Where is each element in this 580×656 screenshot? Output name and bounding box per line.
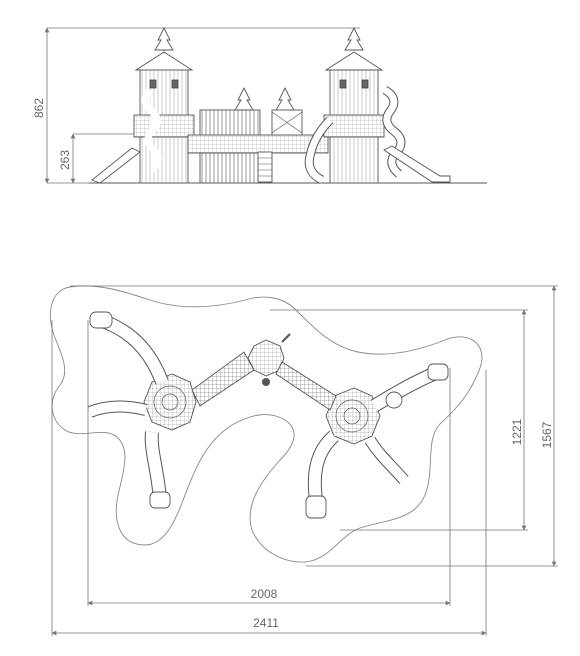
left-spiral-slide (141, 87, 162, 173)
platform-height-dimension: 263 (58, 133, 138, 184)
right-spiral-slide (304, 86, 406, 185)
plan-left-bridge (191, 351, 255, 407)
plan-width-outer-label: 2411 (253, 616, 279, 630)
right-tower (323, 26, 385, 184)
left-tower (133, 26, 195, 184)
central-bridge (187, 86, 329, 184)
plan-right-tower (325, 387, 381, 445)
left-straight-slide (91, 147, 141, 184)
plan-width-inner-label: 2008 (251, 587, 278, 601)
plan-depth-outer-dimension: 1567 (70, 285, 558, 567)
plan-right-slides (305, 363, 449, 519)
safety-zone-outline (49, 285, 483, 563)
plan-right-bridge (275, 361, 337, 411)
plan-left-tower (143, 373, 197, 431)
elevation-height-dimension: 862 (32, 27, 360, 184)
plan-depth-outer-label: 1567 (540, 421, 554, 448)
elevation-height-label: 862 (32, 98, 46, 118)
plan-depth-inner-dimension: 1221 (270, 309, 528, 531)
plan-width-outer-dimension: 2411 (51, 320, 487, 636)
plan-depth-inner-label: 1221 (510, 418, 524, 445)
plan-view: 2008 2411 1221 1567 (49, 285, 558, 636)
elevation-view: 862 263 (32, 26, 487, 185)
right-straight-slide (383, 145, 451, 183)
plan-left-slides (87, 311, 171, 509)
plan-center-platform (247, 333, 291, 386)
platform-height-label: 263 (58, 150, 72, 170)
